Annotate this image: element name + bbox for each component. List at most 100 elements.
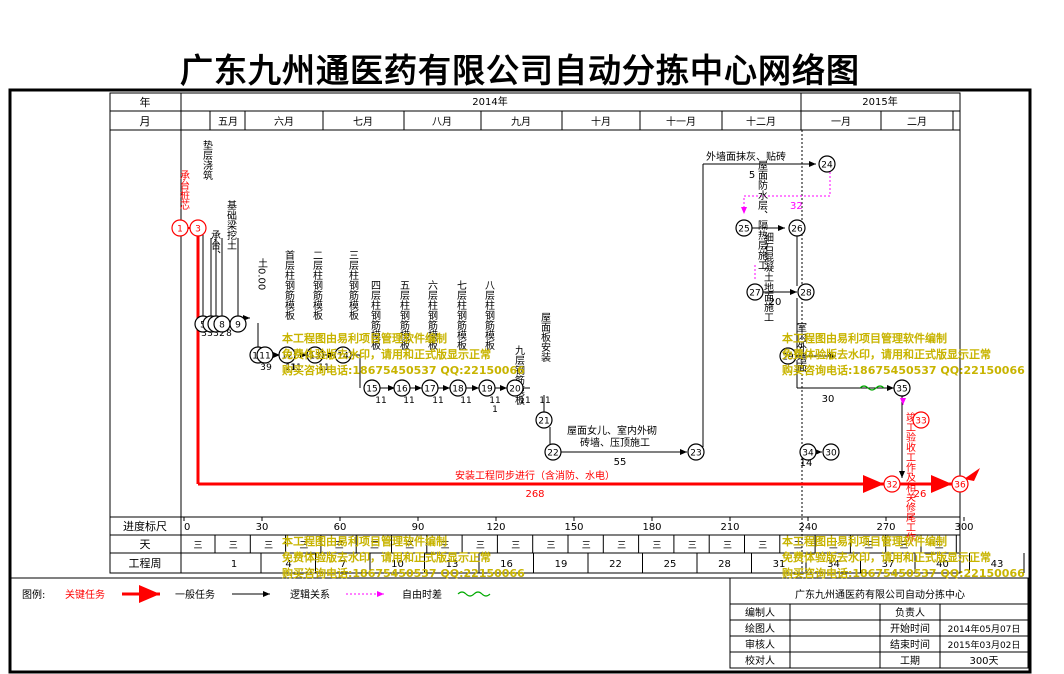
vertical-task-label: 承台桩芯 [178, 170, 190, 210]
month-dec: 十二月 [746, 115, 776, 128]
day-mark: 三 [899, 541, 908, 551]
node-label: 35 [896, 385, 907, 395]
watermark-line3-c: 购买咨询电话:18675450537 QQ:22150066 [282, 566, 525, 580]
vertical-task-label: 二层柱钢筋模板 [311, 250, 323, 321]
vertical-task-label: 五层柱钢筋模板 [398, 280, 410, 351]
day-mark: 三 [229, 541, 238, 551]
install-task-duration: 268 [525, 489, 544, 500]
month-row-label: 月 [140, 115, 151, 128]
week-tick: 10 [391, 559, 404, 570]
node-label: 36 [954, 481, 966, 491]
vertical-task-label: 六层柱钢筋模板 [426, 280, 438, 351]
node-9: 9 [229, 315, 247, 333]
node-label: 33 [915, 417, 926, 427]
vertical-task-label: 七层柱钢筋模板 [455, 280, 467, 351]
day-mark: 三 [299, 541, 308, 551]
node-label: 32 [886, 481, 897, 491]
small-duration: 11 [290, 363, 301, 373]
node-label: 3 [195, 225, 201, 235]
node-11: 11 [256, 346, 274, 364]
vertical-task-label: 屋面防水层、隔热层施工 [756, 160, 768, 270]
install-task-label: 安装工程同步进行（含消防、水电） [455, 469, 615, 482]
node-24: 24 [818, 155, 836, 173]
free-float-wave [859, 385, 885, 391]
node-label: 14 [337, 352, 349, 362]
node-19: 19 [478, 379, 496, 397]
header-grid [110, 93, 960, 573]
watermark-line2-b: 免费体验版去水印，请用和正式版显示正常 [782, 347, 991, 361]
vertical-task-label: 四层柱钢筋模板 [369, 280, 381, 351]
info-duration-label: 工期 [900, 655, 920, 667]
node-33: 33 [912, 411, 930, 429]
node-28: 28 [797, 283, 815, 301]
info-start-value: 2014年05月07日 [948, 623, 1021, 635]
week-tick: 31 [773, 559, 786, 570]
watermark-line3-d: 购买咨询电话:18675450537 QQ:22150066 [782, 566, 1025, 580]
node-label: 26 [791, 225, 803, 235]
node-36: 36 [951, 475, 969, 493]
node-label: 16 [396, 385, 408, 395]
info-drawer: 绘图人 [745, 622, 775, 635]
week-tick: 25 [664, 559, 677, 570]
watermark-line1-c: 本工程图由易利项目管理软件编制 [282, 534, 447, 548]
node-25: 25 [735, 219, 753, 237]
vertical-task-label: 承台、 [209, 230, 221, 260]
vertical-task-label: 细石混凝土地面施工 [762, 231, 774, 322]
info-end-value: 2015年03月02日 [948, 639, 1021, 651]
scale-tick: 240 [798, 522, 817, 533]
month-sep: 九月 [511, 116, 531, 128]
info-start-label: 开始时间 [890, 622, 930, 635]
node-label: 17 [424, 385, 435, 395]
duration-5: 5 [749, 170, 755, 181]
day-mark: 三 [723, 541, 732, 551]
day-mark: 三 [511, 541, 520, 551]
month-may: 五月 [218, 116, 238, 128]
node-label: 9 [235, 321, 241, 331]
week-tick: 7 [340, 559, 346, 570]
node-label: 1 [177, 225, 183, 235]
small-duration: 8 [226, 329, 232, 339]
info-table [729, 577, 1029, 669]
day-mark: 三 [617, 541, 626, 551]
week-tick: 16 [500, 559, 513, 570]
node-18: 18 [449, 379, 467, 397]
info-checker: 校对人 [745, 654, 775, 667]
day-mark: 三 [370, 541, 379, 551]
roof-task-label-2: 砖墙、压顶施工 [580, 436, 650, 449]
node-27: 27 [746, 283, 764, 301]
closeout-duration: 26 [914, 489, 927, 500]
watermark: 本工程图由易利项目管理软件编制 免费体验版去水印，请用和正式版显示正常 购买咨询… [282, 331, 1025, 580]
info-duration-value: 300天 [969, 656, 998, 667]
node-16: 16 [393, 379, 411, 397]
legend-critical-text: 关键任务 [65, 588, 105, 601]
info-company: 广东九州通医药有限公司自动分拣中心 [795, 588, 965, 601]
node-label: 27 [749, 289, 760, 299]
small-duration: 3 [260, 363, 266, 373]
day-mark: 三 [688, 541, 697, 551]
small-duration: 3 [201, 329, 207, 339]
small-duration: 11 [432, 396, 443, 406]
scale-tick: 120 [486, 522, 505, 533]
vertical-task-label: 基础梁挖土 [225, 199, 237, 250]
node-30: 30 [822, 443, 840, 461]
info-manager: 负责人 [895, 606, 925, 619]
day-row-label: 天 [140, 538, 151, 551]
day-mark: 三 [264, 541, 273, 551]
node-label: 8 [219, 321, 225, 331]
node-21: 21 [535, 411, 553, 429]
node-1: 1 [171, 219, 189, 237]
bottom-grid [110, 516, 960, 554]
month-feb: 二月 [907, 116, 927, 128]
duration-30: 30 [822, 394, 835, 405]
day-mark: 三 [935, 541, 944, 551]
duration-14: 14 [800, 458, 813, 469]
node-label: 21 [538, 417, 549, 427]
year-2014: 2014年 [472, 95, 507, 108]
day-mark: 三 [546, 541, 555, 551]
month-nov: 十一月 [666, 115, 696, 128]
day-mark: 三 [758, 541, 767, 551]
small-duration: 11 [375, 396, 386, 406]
